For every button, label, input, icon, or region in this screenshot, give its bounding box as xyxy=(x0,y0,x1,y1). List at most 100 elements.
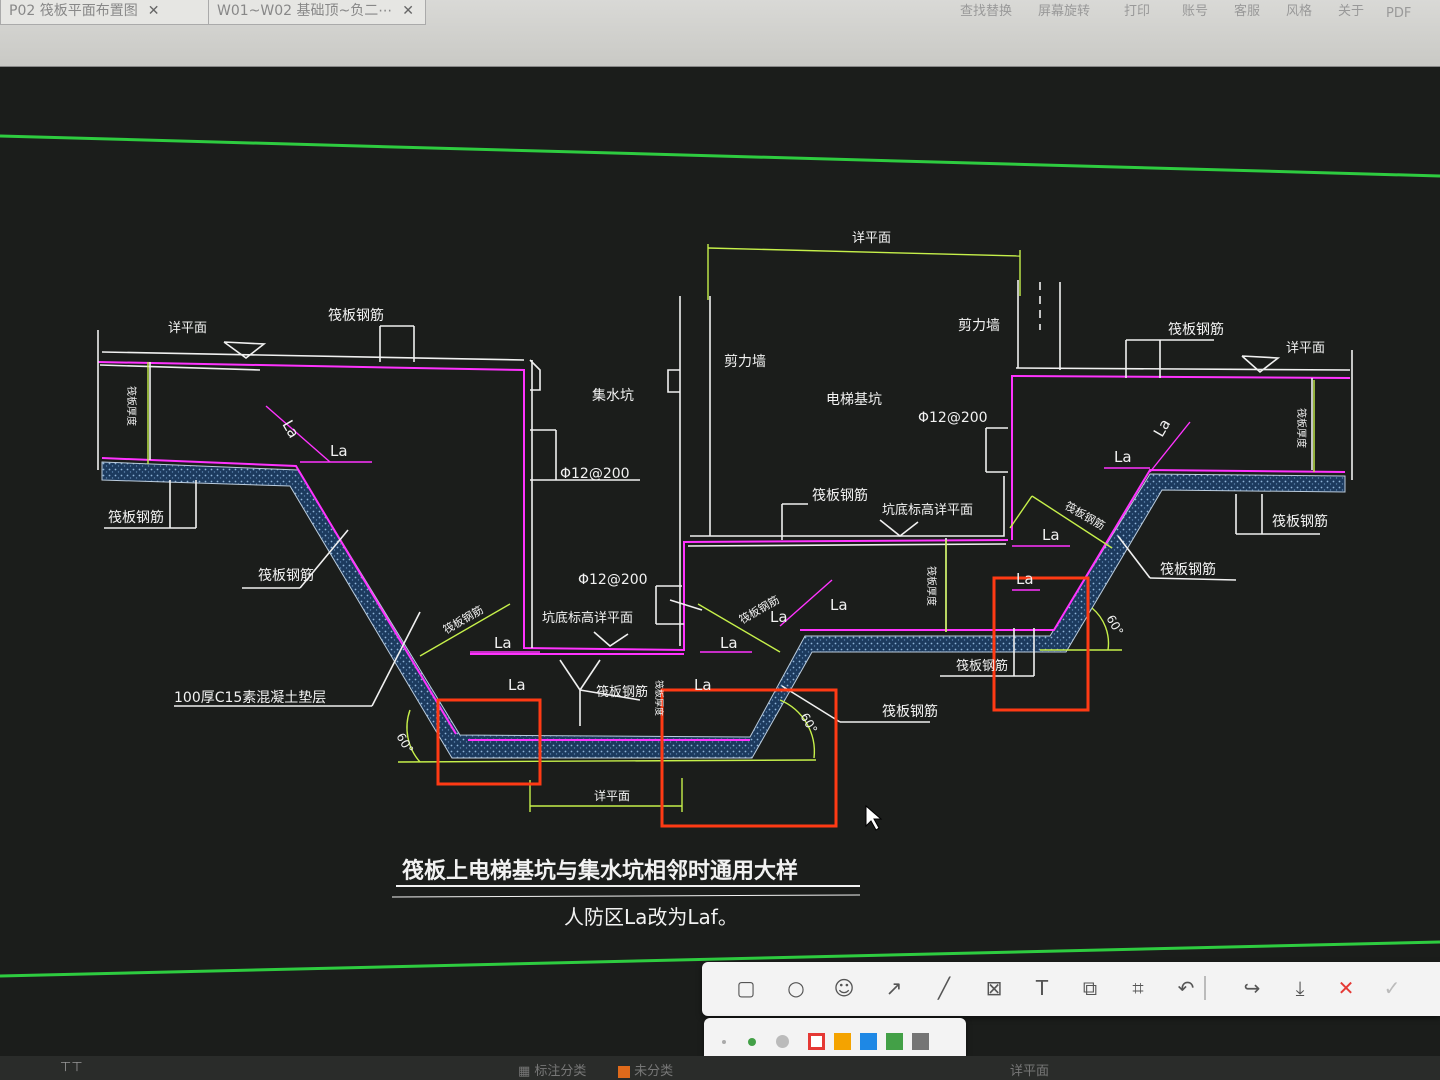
label-la-2: La xyxy=(330,442,348,460)
outline-lines xyxy=(97,280,1353,726)
close-icon[interactable]: ✕ xyxy=(147,3,160,19)
menu-find-replace[interactable]: 查找替换 xyxy=(960,4,1013,19)
drawing-title: 筏板上电梯基坑与集水坑相邻时通用大样 xyxy=(402,858,798,884)
label-la-5: La xyxy=(694,676,712,694)
menu-pdf[interactable]: PDF xyxy=(1386,6,1412,21)
mouse-cursor-icon xyxy=(865,804,883,831)
text-tool-icon[interactable]: T xyxy=(1035,976,1049,1000)
mosaic-tool-icon[interactable]: ⊠ xyxy=(985,976,1003,1000)
label-raft-rebar-mid: 筏板钢筋 xyxy=(812,487,868,504)
label-la-11: La xyxy=(1114,448,1132,466)
red-highlight-boxes xyxy=(436,576,1090,828)
status-detail-plan: 详平面 xyxy=(1010,1064,1050,1079)
confirm-icon[interactable]: ✓ xyxy=(1383,976,1401,1000)
label-raft-rebar-r2: 筏板钢筋 xyxy=(1160,561,1216,578)
status-annotation-category[interactable]: ▦ 标注分类 xyxy=(518,1060,586,1079)
menu-print[interactable]: 打印 xyxy=(1124,4,1151,19)
app-top-bar: P02 筏板平面布置图✕ W01~W02 基础顶~负二⋯✕ 查找替换 屏幕旋转 … xyxy=(0,0,1440,67)
emoji-tool-icon[interactable]: ☺ xyxy=(833,976,855,1000)
label-raft-rebar-bottom: 筏板钢筋 xyxy=(882,703,938,720)
label-pit-bottom-elev-2: 坑底标高详平面 xyxy=(882,502,973,518)
menu-style[interactable]: 风格 xyxy=(1286,4,1313,19)
tab-label: W01~W02 基础顶~负二⋯ xyxy=(217,3,393,19)
status-uncategorized[interactable]: 未分类 xyxy=(618,1060,673,1079)
status-label: 未分类 xyxy=(634,1064,674,1079)
pen-tool-icon[interactable]: ╱ xyxy=(937,976,951,1000)
label-detail-plan-bottom: 详平面 xyxy=(594,788,630,803)
drawing-note: 人防区La改为Laf。 xyxy=(564,905,738,929)
label-la-10: La xyxy=(1016,570,1034,588)
label-elevator-pit: 电梯基坑 xyxy=(826,391,882,408)
rebar-lines xyxy=(97,361,1351,741)
annotation-toolbar: ▢ ○ ☺ ↗ ╱ ⊠ T ⧉ ⌗ ↶ ↪ ⤓ ✕ ✓ xyxy=(702,962,1440,1016)
menu-account[interactable]: 账号 xyxy=(1182,4,1209,19)
color-swatch-blue[interactable] xyxy=(860,1033,877,1050)
label-shear-wall-left: 剪力墙 xyxy=(724,354,766,370)
label-la-6: La xyxy=(720,634,738,652)
label-raft-rebar-left: 筏板钢筋 xyxy=(108,509,164,526)
label-rebar-spec-3: Φ12@200 xyxy=(918,410,988,426)
label-pit-bottom-elev-1: 坑底标高详平面 xyxy=(542,610,633,626)
label-la-8: La xyxy=(830,596,848,614)
rectangle-tool-icon[interactable]: ▢ xyxy=(736,976,756,1000)
grid-icon: ▦ xyxy=(518,1064,535,1079)
share-icon[interactable]: ↪ xyxy=(1243,976,1261,1000)
title-underline-2 xyxy=(391,894,861,898)
color-swatch-red[interactable] xyxy=(808,1033,825,1050)
close-icon[interactable]: ✕ xyxy=(402,3,414,19)
scale-icon: ⊤⊤ xyxy=(60,1060,83,1075)
cancel-icon[interactable]: ✕ xyxy=(1337,976,1355,1000)
label-detail-plan-left: 详平面 xyxy=(168,321,207,336)
copy-tool-icon[interactable]: ⧉ xyxy=(1082,976,1098,1000)
label-cushion-layer: 100厚C15素混凝土垫层 xyxy=(174,690,326,706)
label-slab-thickness-left: 筏板厚度 xyxy=(125,386,138,426)
label-raft-rebar-tl: 筏板钢筋 xyxy=(328,307,384,324)
label-la-12: La xyxy=(1150,416,1174,440)
label-slab-thickness-mid: 筏板厚度 xyxy=(925,566,938,606)
label-slab-thickness-right: 筏板厚度 xyxy=(1295,408,1308,448)
save-icon[interactable]: ⤓ xyxy=(1295,976,1305,1000)
frame-bottom-line xyxy=(0,940,1440,978)
size-large-dot[interactable] xyxy=(776,1035,789,1048)
label-shear-wall-right: 剪力墙 xyxy=(958,318,1000,334)
concrete-slab-left xyxy=(101,461,1346,759)
arrow-tool-icon[interactable]: ↗ xyxy=(885,976,903,1000)
frame-top-line xyxy=(0,134,1440,178)
label-la-7: La xyxy=(770,608,788,626)
label-detail-plan-top: 详平面 xyxy=(852,231,891,246)
color-swatch-green[interactable] xyxy=(886,1033,903,1050)
orange-square-icon xyxy=(618,1065,630,1078)
menu-service[interactable]: 客服 xyxy=(1234,4,1261,19)
label-la-3: La xyxy=(494,634,512,652)
label-rebar-spec-1: Φ12@200 xyxy=(560,466,630,482)
color-swatch-gray[interactable] xyxy=(912,1033,929,1050)
circle-tool-icon[interactable]: ○ xyxy=(787,976,805,1000)
label-raft-rebar-r1: 筏板钢筋 xyxy=(956,658,1008,674)
label-angle-3: 60° xyxy=(1103,613,1126,638)
undo-icon[interactable]: ↶ xyxy=(1177,976,1195,1000)
highlight-box-1 xyxy=(436,698,542,786)
label-slope-rebar-3: 筏板钢筋 xyxy=(1063,498,1108,532)
ocr-tool-icon[interactable]: ⌗ xyxy=(1132,976,1144,1000)
color-swatch-orange[interactable] xyxy=(834,1033,851,1050)
dimension-lines xyxy=(147,244,1315,812)
tab-foundation[interactable]: W01~W02 基础顶~负二⋯ ✕ xyxy=(208,0,426,25)
status-label: 标注分类 xyxy=(534,1064,587,1079)
tab-raft-plan[interactable]: P02 筏板平面布置图 ✕ xyxy=(0,0,214,25)
highlight-box-3 xyxy=(992,576,1090,712)
label-raft-rebar-r3: 筏板钢筋 xyxy=(1272,513,1328,530)
label-raft-rebar-tr: 筏板钢筋 xyxy=(1168,321,1224,338)
size-small-dot[interactable] xyxy=(722,1040,726,1044)
label-raft-rebar-mid2: 筏板钢筋 xyxy=(596,684,648,700)
label-rebar-spec-2: Φ12@200 xyxy=(578,572,648,588)
tab-label: P02 筏板平面布置图 xyxy=(9,3,138,19)
size-medium-dot[interactable] xyxy=(748,1038,756,1046)
menu-about[interactable]: 关于 xyxy=(1338,4,1365,19)
menu-rotate[interactable]: 屏幕旋转 xyxy=(1038,4,1091,19)
status-bar: ⊤⊤ ▦ 标注分类 未分类 详平面 xyxy=(0,1056,1440,1080)
label-detail-plan-right: 详平面 xyxy=(1286,341,1325,356)
label-la-4: La xyxy=(508,676,526,694)
label-slab-thickness-center: 筏板厚度 xyxy=(653,680,665,716)
label-sump-pit: 集水坑 xyxy=(592,387,634,404)
